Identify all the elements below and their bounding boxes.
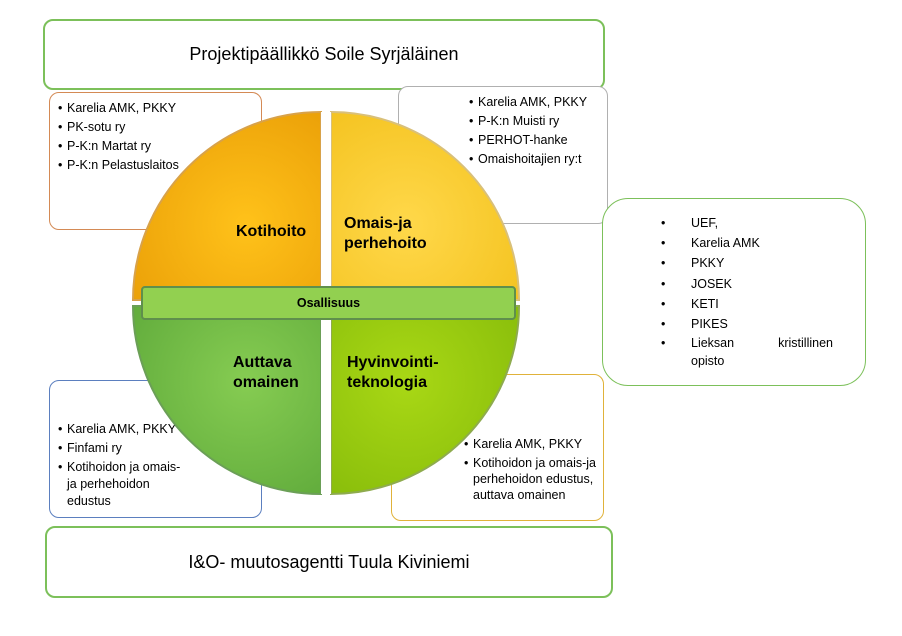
research-partners-box: UEF, Karelia AMK PKKY JOSEK KETI PIKES L… [602,198,866,386]
list-item-word: kristillinen [778,336,833,351]
list-item: Karelia AMK [661,233,833,253]
list-item: Lieksan kristillinen opisto [661,334,833,370]
list-item: Karelia AMK, PKKY [469,93,597,112]
list-item: Omaishoitajien ry:t [469,150,597,169]
hyvinvointi-label-line: Hyvinvointi- [347,354,439,371]
list-item-word: opisto [691,354,725,369]
quadrant-kotihoito [131,110,322,301]
osallisuus-band: Osallisuus [141,286,516,320]
auttava-label-line: Auttava [233,354,292,371]
list-item: P-K:n Muisti ry [469,112,597,131]
omais-label-line: Omais-ja [344,215,412,232]
list-item: P-K:n Pelastuslaitos [58,156,253,175]
list-item: JOSEK [661,274,833,294]
list-item: Kotihoidon ja omais-ja perhehoidon edust… [464,455,596,503]
top-title-box: Projektipäällikkö Soile Syrjäläinen [43,19,605,90]
hyvinvointi-label: Hyvinvointi- teknologia [347,353,439,393]
omais-label: Omais-ja perhehoito [344,214,427,254]
list-item: PK-sotu ry [58,118,253,137]
omais-label-line: perhehoito [344,235,427,252]
list-item: PERHOT-hanke [469,131,597,150]
list-item: KETI [661,294,833,314]
list-item: Finfami ry [58,440,186,457]
list-item: PKKY [661,253,833,273]
hyvinvointi-label-line: teknologia [347,374,428,391]
auttava-label-line: omainen [233,374,299,391]
list-item: P-K:n Martat ry [58,137,253,156]
list-item: Karelia AMK, PKKY [58,99,253,118]
quadrant-auttava [131,305,322,496]
bottom-title-box: I&O- muutosagentti Tuula Kiviniemi [45,526,613,598]
list-item: Karelia AMK, PKKY [464,436,596,452]
list-item-word: Lieksan [691,336,735,351]
list-item: Kotihoidon ja omais-ja perhehoidon edust… [58,459,186,510]
quadrant-omais [330,110,521,301]
list-item: UEF, [661,213,833,233]
kotihoito-label: Kotihoito [236,223,307,240]
change-agent-title: I&O- muutosagentti Tuula Kiviniemi [188,551,470,572]
quadrant-hyvinvointi [330,305,521,496]
band-label: Osallisuus [296,296,361,310]
list-item: Karelia AMK, PKKY [58,421,186,438]
list-item: PIKES [661,314,833,334]
auttava-label: Auttava omainen [233,353,299,393]
project-manager-title: Projektipäällikkö Soile Syrjäläinen [189,44,459,64]
